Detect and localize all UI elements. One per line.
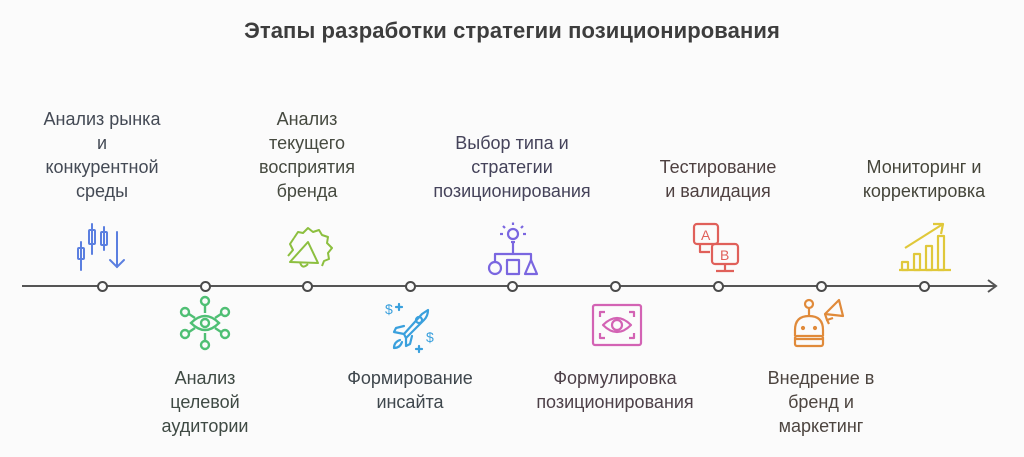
stage-2-label: Анализ целевой аудитории [161,368,249,436]
candlestick-chart-down-icon [77,223,125,271]
svg-text:A: A [701,227,711,243]
stage-6-label: Формулировка позиционирования [536,368,694,412]
stage-1-label: Анализ рынка и конкурентной среды [43,109,161,201]
megaphone-badge-icon [287,227,333,268]
stage-8-label: Внедрение в бренд и маркетинг [767,368,875,436]
growth-bar-chart-icon [899,222,951,272]
diagram-title: Этапы разработки стратегии позиционирова… [244,18,780,43]
timeline-node-4 [405,281,416,292]
eye-focus-frame-icon [591,303,643,347]
timeline-node-2 [200,281,211,292]
timeline-node-1 [97,281,108,292]
svg-text:B: B [720,247,729,263]
stage-5-label: Выбор типа и стратегии позиционирования [433,133,591,201]
svg-text:$: $ [426,329,434,345]
arrow-head-icon [987,279,998,293]
timeline-node-8 [816,281,827,292]
svg-text:$: $ [385,301,393,317]
timeline-node-9 [919,281,930,292]
eye-network-icon [179,295,231,351]
idea-hierarchy-icon [487,222,539,276]
stage-3-label: Анализ текущего восприятия бренда [259,109,355,201]
stage-7-label: Тестирование и валидация [659,157,777,201]
stage-9-label: Мониторинг и корректировка [862,157,986,201]
robot-megaphone-icon [793,298,845,348]
timeline-node-3 [302,281,313,292]
timeline-node-7 [713,281,724,292]
stage-4-label: Формирование инсайта [347,368,473,412]
rocket-dollar-icon: $ $ [385,301,434,354]
timeline-node-6 [610,281,621,292]
ab-test-screens-icon: A B [692,222,740,273]
timeline-node-5 [507,281,518,292]
